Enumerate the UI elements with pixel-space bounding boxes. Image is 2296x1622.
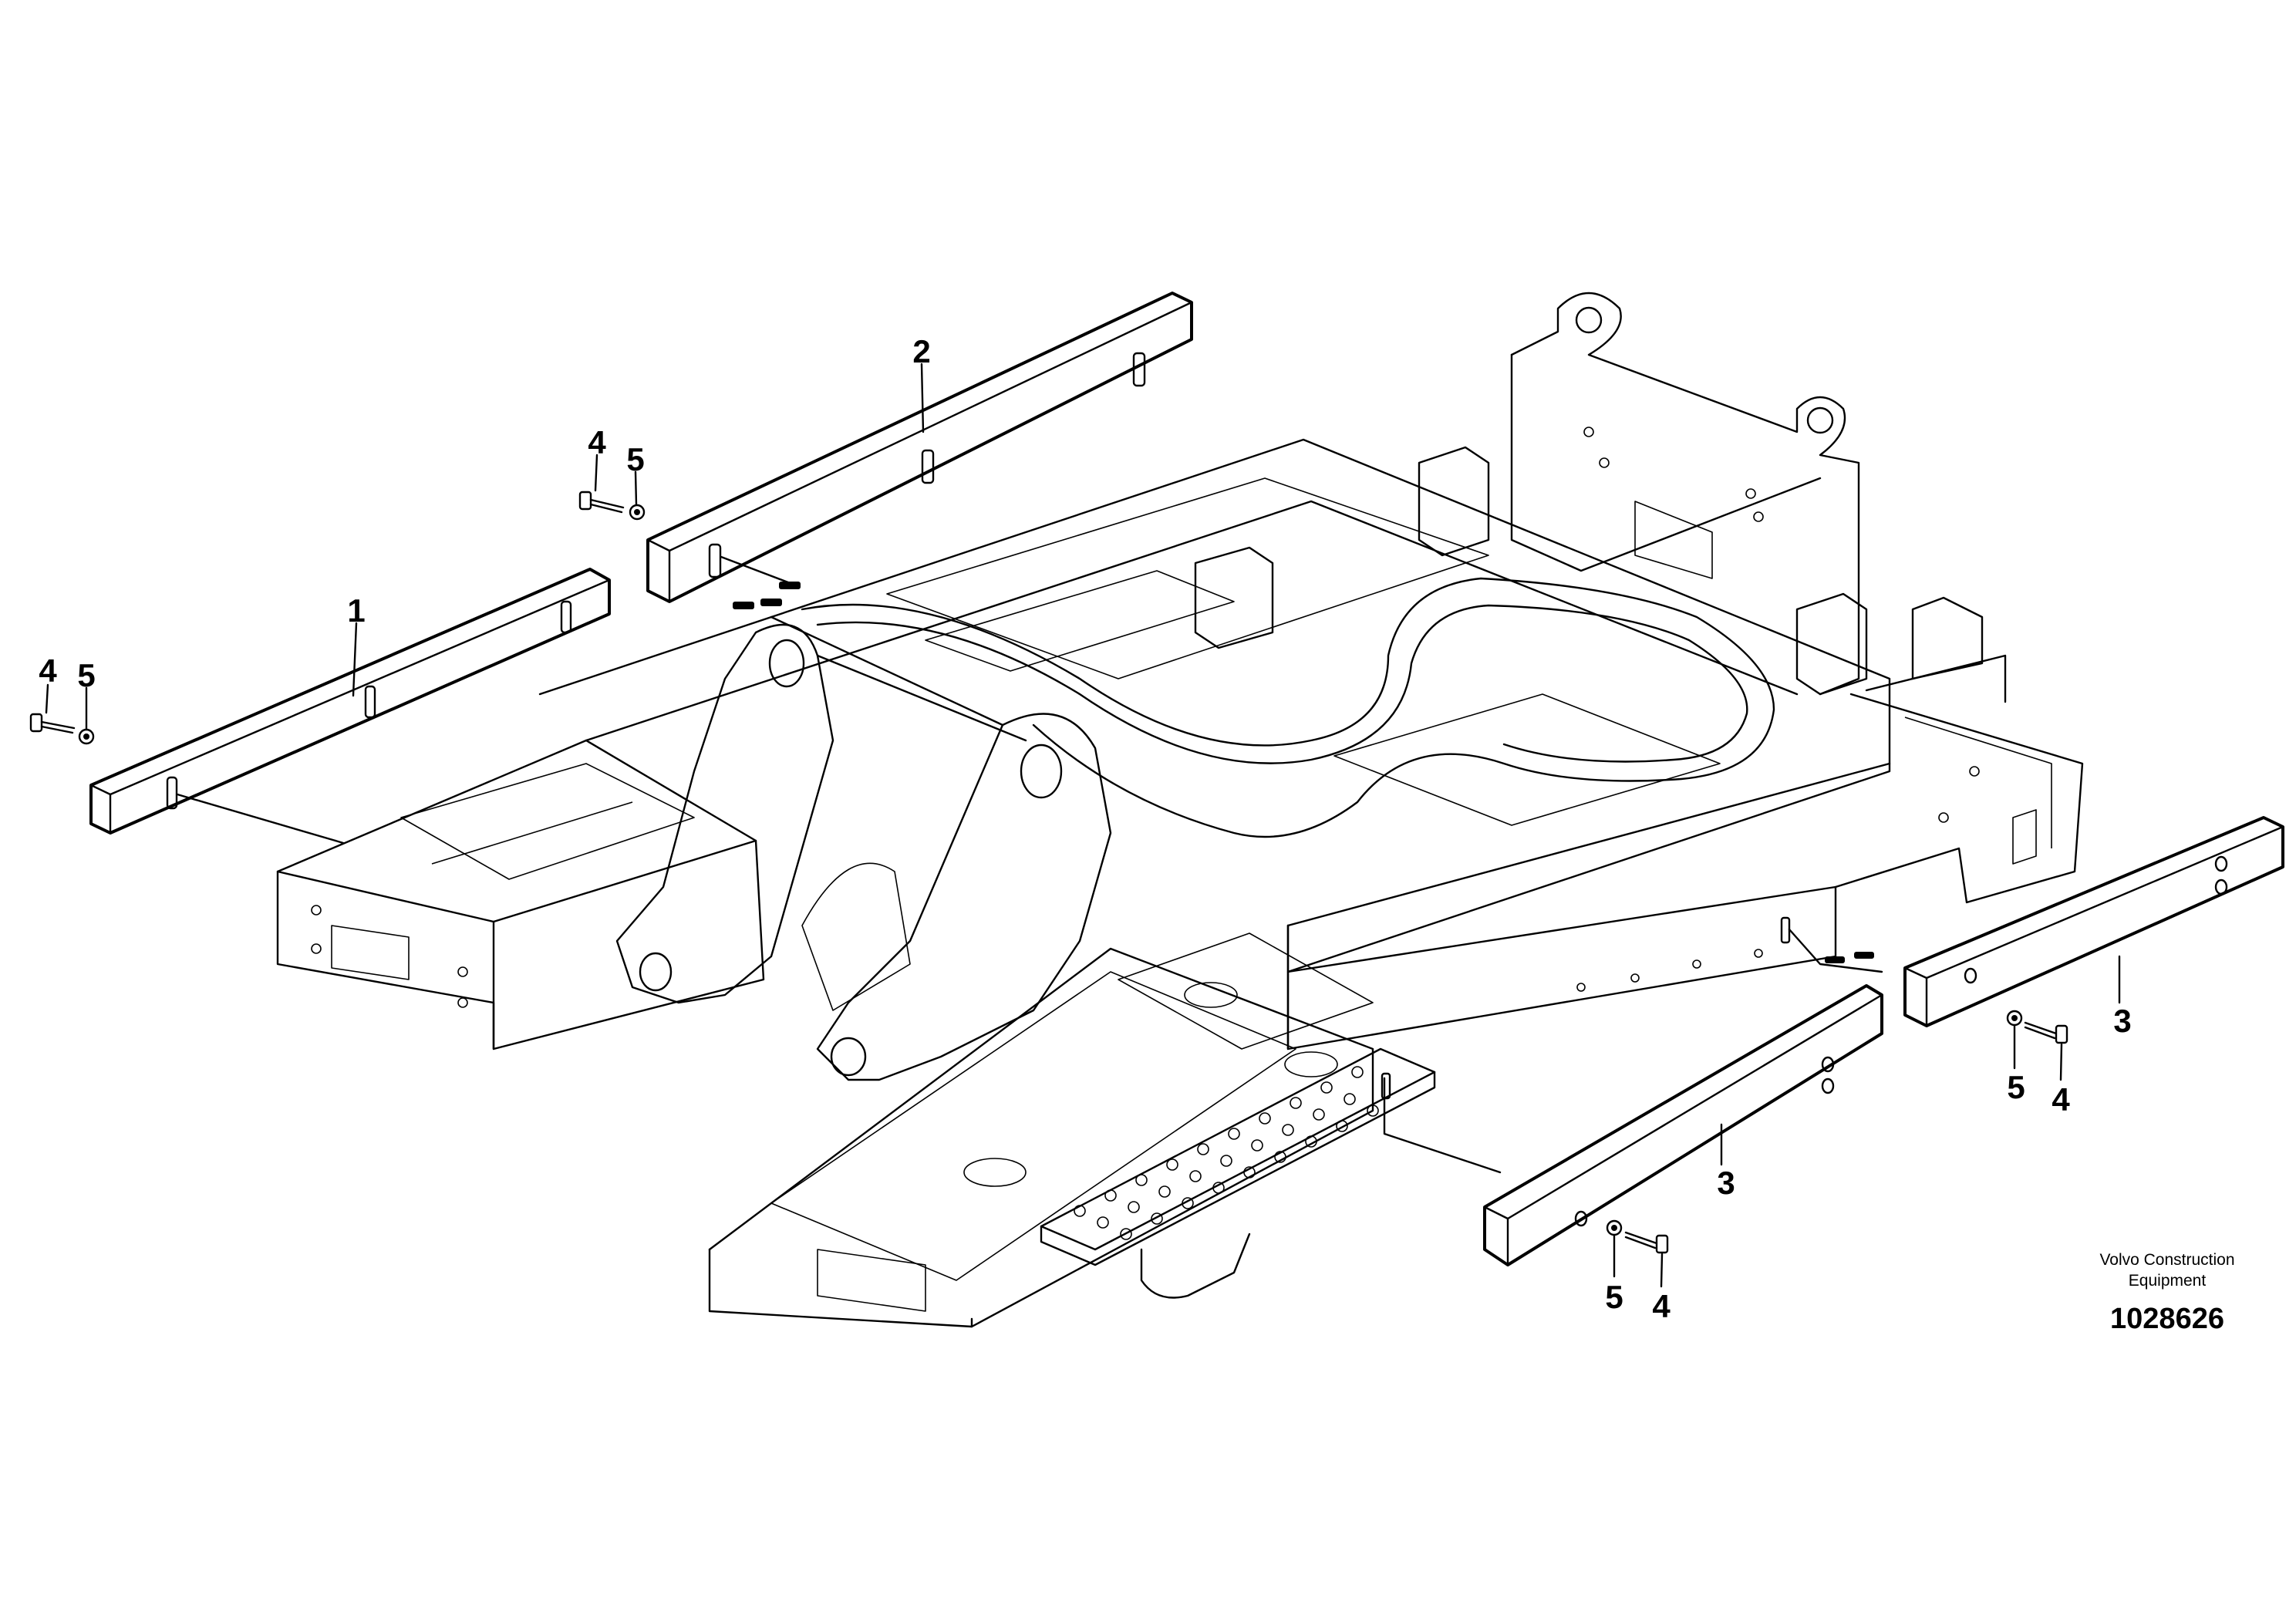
brand-line-2: Equipment <box>2129 1272 2207 1290</box>
callout-labels: 2 1 4 5 4 5 3 3 5 4 5 4 <box>39 333 2131 1324</box>
bolt-4-a <box>578 491 625 514</box>
callout-4-c: 4 <box>1652 1288 1671 1324</box>
washer-5-c <box>1606 1219 1623 1236</box>
front-floor <box>708 932 1374 1328</box>
washer-5-d <box>2006 1010 2023 1027</box>
guard-rail-part-2 <box>646 292 1193 609</box>
callout-5-b: 5 <box>77 657 95 693</box>
leader-lines <box>45 363 2121 1288</box>
callout-2: 2 <box>912 333 930 369</box>
title-block: Volvo Construction Equipment 1028626 <box>2099 1251 2234 1335</box>
right-side-rail <box>1286 885 1837 1050</box>
brand-line-1: Volvo Construction <box>2099 1251 2234 1269</box>
posts <box>1194 446 1984 696</box>
left-box <box>276 739 765 1050</box>
bolt-4-c <box>1624 1231 1669 1254</box>
right-box <box>1834 654 2084 904</box>
bolt-4-b <box>29 713 76 734</box>
fasteners <box>29 491 2068 1254</box>
callout-4-d: 4 <box>2052 1081 2070 1118</box>
callout-5-a: 5 <box>626 441 644 477</box>
bolt-4-d <box>2024 1021 2068 1044</box>
boom-mount <box>615 615 1112 1081</box>
upper-frame-drawing <box>276 292 2084 1328</box>
guard-rail-part-1 <box>89 568 611 845</box>
callout-4-b: 4 <box>39 653 57 689</box>
guard-rail-part-3-rear <box>1780 816 2284 1027</box>
washer-5-b <box>78 728 95 745</box>
perforated-step <box>1040 1047 1436 1299</box>
callout-4-a: 4 <box>588 424 606 460</box>
guard-tube-frame <box>801 577 1775 838</box>
callout-3-front: 3 <box>1717 1165 1735 1201</box>
washer-5-a <box>629 504 646 521</box>
callout-5-c: 5 <box>1605 1279 1623 1315</box>
callout-3-rear: 3 <box>2113 1003 2131 1039</box>
callout-1: 1 <box>347 592 365 629</box>
rear-plate <box>1510 292 1860 696</box>
drawing-number: 1028626 <box>2110 1303 2224 1335</box>
guard-rail-part-3-front <box>1381 984 1883 1266</box>
callout-5-d: 5 <box>2007 1069 2025 1105</box>
